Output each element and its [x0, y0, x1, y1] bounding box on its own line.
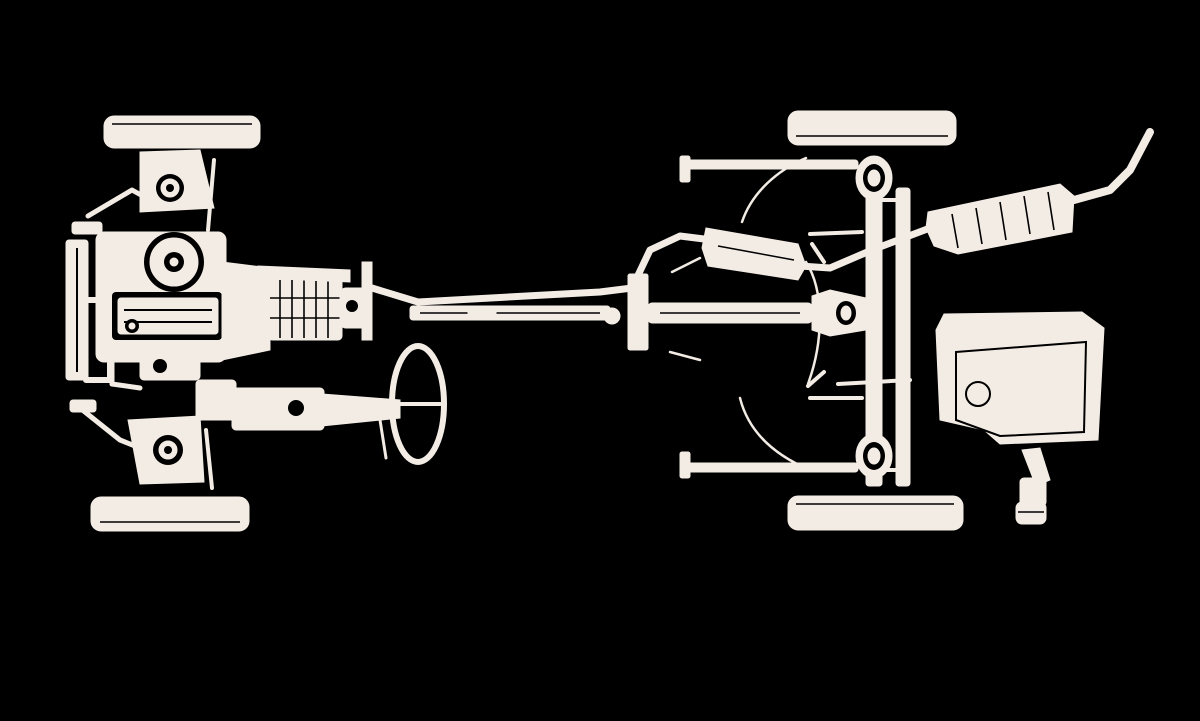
fuel-tank — [935, 311, 1105, 445]
brake-lines — [668, 156, 821, 472]
rear-left-wheel — [787, 110, 957, 146]
exhaust-system — [628, 128, 1154, 292]
gearbox — [221, 261, 373, 361]
tailpipe — [1070, 128, 1154, 204]
propeller-shaft — [368, 273, 813, 351]
front-suspension — [77, 149, 216, 490]
coil-springs — [855, 155, 893, 479]
differential — [811, 289, 867, 337]
rear-right-wheel — [787, 495, 964, 531]
steering-wheel — [389, 343, 447, 465]
front-muffler — [701, 227, 807, 281]
engine — [95, 231, 227, 391]
spare-wheel-carrier — [1015, 447, 1051, 525]
front-left-wheel — [103, 115, 261, 149]
front-right-wheel — [90, 496, 250, 532]
steering-column — [195, 379, 401, 460]
rear-muffler — [925, 183, 1075, 255]
trailing-arms — [679, 155, 912, 479]
